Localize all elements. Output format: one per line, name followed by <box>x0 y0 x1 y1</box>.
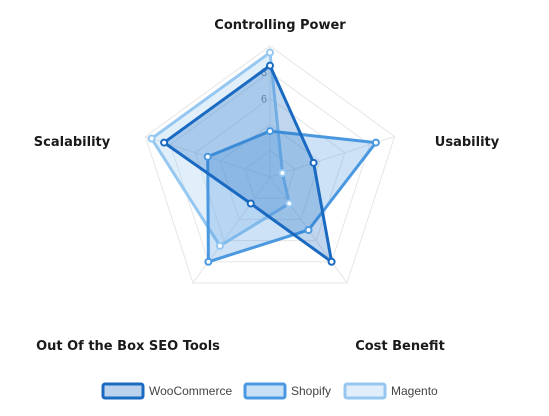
legend-item-magento[interactable]: Magento <box>343 382 438 400</box>
legend-label: Magento <box>391 384 438 398</box>
data-point-woocommerce[interactable] <box>160 138 169 147</box>
series-area-woocommerce <box>162 64 334 264</box>
data-point-shopify[interactable] <box>204 257 213 266</box>
axis-label: Out Of the Box SEO Tools <box>36 339 220 354</box>
legend-label: WooCommerce <box>149 384 232 398</box>
grid-ring <box>144 45 396 284</box>
data-point-magento[interactable] <box>278 168 287 177</box>
legend-item-shopify[interactable]: Shopify <box>243 382 331 400</box>
legend-swatch <box>343 382 387 400</box>
radar-points <box>147 48 380 266</box>
axis-label: Scalability <box>34 135 111 150</box>
grid-ring <box>244 150 296 199</box>
data-point-magento[interactable] <box>215 241 224 250</box>
data-point-shopify[interactable] <box>203 152 212 161</box>
axis-label: Usability <box>435 135 500 150</box>
data-point-woocommerce[interactable] <box>309 158 318 167</box>
legend-swatch <box>243 382 287 400</box>
data-point-magento[interactable] <box>266 48 274 57</box>
data-point-woocommerce[interactable] <box>266 61 274 70</box>
series-area-shopify <box>206 129 378 264</box>
legend-swatch <box>101 382 145 400</box>
legend[interactable]: WooCommerce Shopify Magento <box>101 382 438 400</box>
legend-item-woocommerce[interactable]: WooCommerce <box>101 382 232 400</box>
data-point-shopify[interactable] <box>266 127 274 136</box>
data-point-woocommerce[interactable] <box>246 199 255 208</box>
radial-tick-labels: 68 <box>261 67 267 105</box>
axis-label: Controlling Power <box>214 18 346 33</box>
grid-spoke <box>192 176 271 284</box>
axis-label: Cost Benefit <box>355 339 445 354</box>
series-area-magento <box>150 51 291 248</box>
grid-ring <box>169 71 371 263</box>
legend-label: Shopify <box>291 384 331 398</box>
data-point-shopify[interactable] <box>371 138 380 147</box>
tick-label: 8 <box>261 67 267 79</box>
data-point-shopify[interactable] <box>304 225 313 234</box>
data-point-magento[interactable] <box>285 199 294 208</box>
tick-label: 6 <box>261 93 267 105</box>
radar-series <box>150 51 378 264</box>
data-point-magento[interactable] <box>147 134 156 143</box>
data-point-woocommerce[interactable] <box>327 257 336 266</box>
grid-ring <box>194 97 346 242</box>
